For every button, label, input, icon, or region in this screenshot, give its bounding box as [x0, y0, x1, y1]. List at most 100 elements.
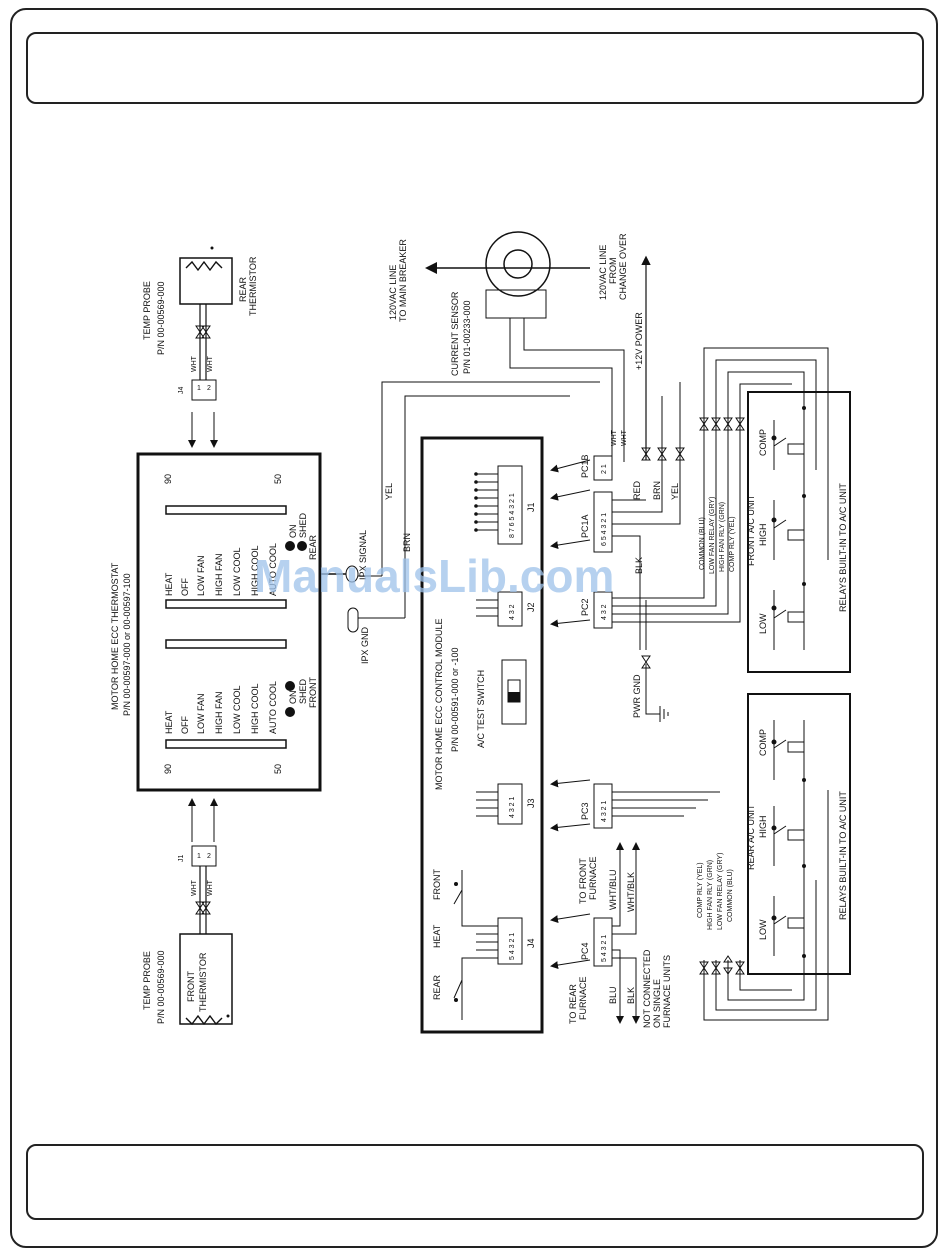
pc3-wire-lowfan: LOW FAN RELAY (GRY)	[717, 853, 724, 930]
rear-temp-probe: TEMP PROBE P/N 00-00569-000 REAR THERMIS…	[142, 246, 258, 448]
front-probe-pn: P/N 00-00569-000	[156, 950, 166, 1024]
pc2-wire-lowfan: LOW FAN RELAY (GRY)	[709, 497, 716, 574]
pc2-wire-comp: COMP RLY (YEL)	[729, 516, 736, 572]
scale-90-top: 90	[163, 474, 173, 484]
control-module: MOTOR HOME ECC CONTROL MODULE P/N 00-005…	[420, 436, 544, 1034]
j2-pins: 4 3 2	[509, 604, 516, 620]
pc1a-connector	[593, 491, 613, 553]
j3-label: J3	[526, 798, 536, 808]
thermostat-box	[136, 452, 322, 792]
j2-label: J2	[526, 602, 536, 612]
rear-relays-label: RELAYS BUILT-IN TO A/C UNIT	[838, 791, 848, 920]
front-furnace-label-1: TO FRONT	[578, 858, 588, 904]
front-mode-highcool: HIGH COOL	[250, 683, 260, 734]
front-furnace-label-2: FURNACE	[588, 856, 598, 900]
rear-shed-dot	[297, 541, 307, 551]
rear-wire-1: WHT	[191, 355, 198, 372]
front-temp-probe: 1 2 J1 WHT WHT FRONT THERMISTOR TEMP PRO…	[142, 798, 233, 1026]
pc2-label: PC2	[580, 598, 590, 616]
front-mode-autocool: AUTO COOL	[268, 681, 278, 734]
pc4-blk: BLK	[626, 987, 636, 1004]
thermostat-title: MOTOR HOME ECC THERMOSTAT	[110, 562, 120, 710]
rear-mode-lowcool: LOW COOL	[232, 547, 242, 596]
ipx-gnd-label: IPX GND	[360, 626, 370, 664]
change-label-1: 120VAC LINE	[598, 245, 608, 300]
front-mode-highfan: HIGH FAN	[214, 691, 224, 734]
thermostat-pn: P/N 00-00597-000 or 00-00597-100	[122, 573, 132, 716]
j4-front-label: FRONT	[432, 869, 442, 900]
front-probe-title: TEMP PROBE	[142, 951, 152, 1010]
control-module-box	[420, 436, 544, 1034]
rear-ac-box	[747, 693, 851, 975]
slider-track-1	[165, 505, 287, 515]
rear-high-label: HIGH	[758, 816, 768, 839]
breaker-label-2: TO MAIN BREAKER	[398, 239, 408, 322]
front-high-label: HIGH	[758, 524, 768, 547]
front-relays-label: RELAYS BUILT-IN TO A/C UNIT	[838, 483, 848, 612]
rear-unit-title: REAR A/C UNIT	[746, 804, 756, 870]
pc1a-pins: 6 5 4 3 2 1	[601, 513, 608, 546]
front-mode-lowcool: LOW COOL	[232, 685, 242, 734]
pc1b-wire-2: WHT	[621, 429, 628, 446]
ipx-gnd-connector	[347, 607, 359, 633]
pc3-connector	[593, 783, 613, 829]
pc1a-blk: BLK	[634, 557, 644, 574]
rear-mode-highcool: HIGH COOL	[250, 545, 260, 596]
front-mode-heat: HEAT	[164, 710, 174, 734]
power-label: +12V POWER	[634, 312, 644, 370]
rear-thermistor-label2: THERMISTOR	[248, 256, 258, 316]
test-switch-body[interactable]	[501, 659, 527, 725]
front-thermistor-box	[179, 933, 233, 1025]
change-label-3: CHANGE OVER	[618, 233, 628, 300]
module-title: MOTOR HOME ECC CONTROL MODULE	[434, 618, 444, 790]
front-shed-label: SHED	[298, 678, 308, 704]
rear-mode-lowfan: LOW FAN	[196, 555, 206, 596]
pc4-furnace: 5 4 3 2 1 PC4 TO FRONT FURNACE WHT/BLU W…	[550, 842, 672, 1028]
pc3-wire-highfan: HIGH FAN RLY (GRN)	[707, 860, 714, 930]
front-thermistor-label2: THERMISTOR	[198, 952, 208, 1012]
pc4-blu: BLU	[608, 986, 618, 1004]
nc-label-1: NOT CONNECTED	[642, 949, 652, 1028]
pc4-pins: 5 4 3 2 1	[601, 935, 608, 962]
j1-connector	[497, 465, 523, 545]
j4-connector	[497, 917, 523, 965]
rear-mode-off: OFF	[180, 578, 190, 596]
current-sensor-area: 120VAC LINE TO MAIN BREAKER CURRENT SENS…	[388, 231, 651, 462]
rear-conn-pin1: 1	[197, 385, 201, 392]
j1-pins: 8 7 6 5 4 3 2 1	[509, 493, 516, 538]
thermostat: MOTOR HOME ECC THERMOSTAT P/N 00-00597-0…	[110, 452, 322, 792]
pc2-wire-highfan: HIGH FAN RLY (GRN)	[719, 502, 726, 572]
rear-probe-title: TEMP PROBE	[142, 281, 152, 340]
front-unit-title: FRONT A/C UNIT	[746, 494, 756, 566]
sensor-label-1: CURRENT SENSOR	[450, 291, 460, 376]
rear-furnace-label-2: FURNACE	[578, 976, 588, 1020]
rear-comp-label: COMP	[758, 729, 768, 756]
front-label: FRONT	[308, 677, 318, 708]
front-thermistor-symbol	[185, 1014, 223, 1026]
pc1a-yel: YEL	[670, 483, 680, 500]
pc1b-connector	[593, 455, 613, 481]
test-switch-label: A/C TEST SWITCH	[476, 670, 486, 748]
watermark: ManualsLib.com	[254, 550, 614, 602]
footer-box	[26, 1144, 924, 1220]
ipx-wiring: IPX SIGNAL IPX GND YEL BRN	[320, 381, 600, 664]
front-low-label: LOW	[758, 613, 768, 634]
front-comp-label: COMP	[758, 429, 768, 456]
rear-mode-heat: HEAT	[164, 572, 174, 596]
rear-conn-pin2: 2	[207, 385, 211, 392]
ipx-yel-label: YEL	[384, 483, 394, 500]
rear-mode-highfan: HIGH FAN	[214, 553, 224, 596]
front-ac-box	[747, 391, 851, 673]
pc1a-label: PC1A	[580, 514, 590, 538]
pc1a-brn: BRN	[652, 481, 662, 500]
front-ac-unit: RELAYS BUILT-IN TO A/C UNIT FRONT A/C UN…	[746, 391, 851, 673]
j3-connector	[497, 783, 523, 825]
slider-track-2	[165, 599, 287, 609]
pc1b-label: PC1B	[580, 454, 590, 478]
nc-label-2: ON SINGLE	[652, 979, 662, 1028]
module-pn: P/N 00-00591-000 or -100	[450, 647, 460, 752]
pc3-label: PC3	[580, 802, 590, 820]
change-label-2: FROM	[608, 258, 618, 285]
slider-track-3	[165, 639, 287, 649]
